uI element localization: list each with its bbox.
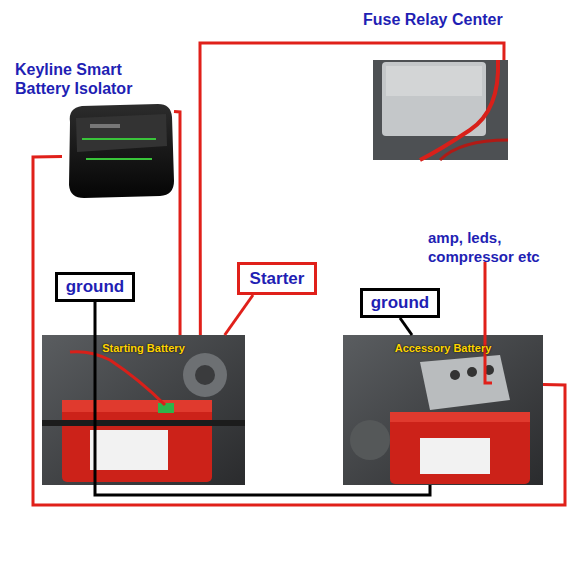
- accessory-battery-photo: [343, 335, 543, 485]
- terminal-post: [450, 370, 460, 380]
- node-text: Fuse Relay Center: [363, 10, 533, 29]
- battery-top: [390, 412, 530, 422]
- wire-connector: [200, 43, 504, 335]
- battery-label: [90, 430, 168, 470]
- terminal-post: [467, 367, 477, 377]
- alternator: [183, 353, 227, 397]
- node-text: Starter: [250, 269, 305, 289]
- battery-body: [390, 412, 530, 484]
- fuse-box-lid: [382, 62, 486, 136]
- hose: [350, 420, 390, 460]
- starter-box: Starter: [237, 262, 317, 295]
- red-cable: [70, 352, 165, 405]
- isolator-face: [76, 114, 167, 152]
- accessory-battery-node: Accessory Battery: [343, 335, 543, 485]
- accessory-loads-label: amp, leds, compressor etc: [428, 228, 576, 266]
- wire-connector: [33, 157, 565, 505]
- ground-box: ground: [360, 288, 440, 318]
- photo-background: [373, 60, 508, 160]
- fuse-center-node: Fuse Relay Center: [373, 60, 508, 160]
- isolator-device: [69, 104, 174, 198]
- battery-strap: [42, 420, 245, 426]
- wire-connector: [95, 302, 430, 495]
- terminal-cover: [158, 403, 174, 413]
- ground-box: ground: [55, 272, 135, 302]
- wire-connector: [400, 318, 412, 335]
- red-cable: [420, 60, 498, 160]
- node-text: Keyline Smart Battery Isolator: [15, 60, 165, 98]
- wire-connector: [225, 295, 253, 335]
- accessory-wire: [485, 262, 492, 383]
- battery-body: [62, 400, 212, 482]
- isolator-stripe: [86, 158, 152, 160]
- alternator-hub: [195, 365, 215, 385]
- fuse-center-photo: [373, 60, 508, 160]
- node-text: ground: [371, 293, 430, 313]
- node-text: Accessory Battery: [343, 342, 543, 355]
- starting-battery-photo: [42, 335, 245, 485]
- node-text: Starting Battery: [42, 342, 245, 355]
- isolator-stripe: [82, 138, 156, 140]
- starting-battery-node: Starting Battery: [42, 335, 245, 485]
- photo-background: [343, 335, 543, 485]
- battery-label: [420, 438, 490, 474]
- wire-connector: [174, 112, 180, 335]
- isolator-body: [69, 104, 174, 198]
- node-text: ground: [66, 277, 125, 297]
- terminal-bracket: [420, 355, 510, 410]
- isolator-logo: [90, 124, 120, 128]
- photo-background: [42, 335, 245, 485]
- battery-top: [62, 400, 212, 412]
- red-cable: [440, 140, 508, 160]
- isolator-node: Keyline Smart Battery Isolator: [62, 106, 174, 198]
- lid-highlight: [386, 66, 482, 96]
